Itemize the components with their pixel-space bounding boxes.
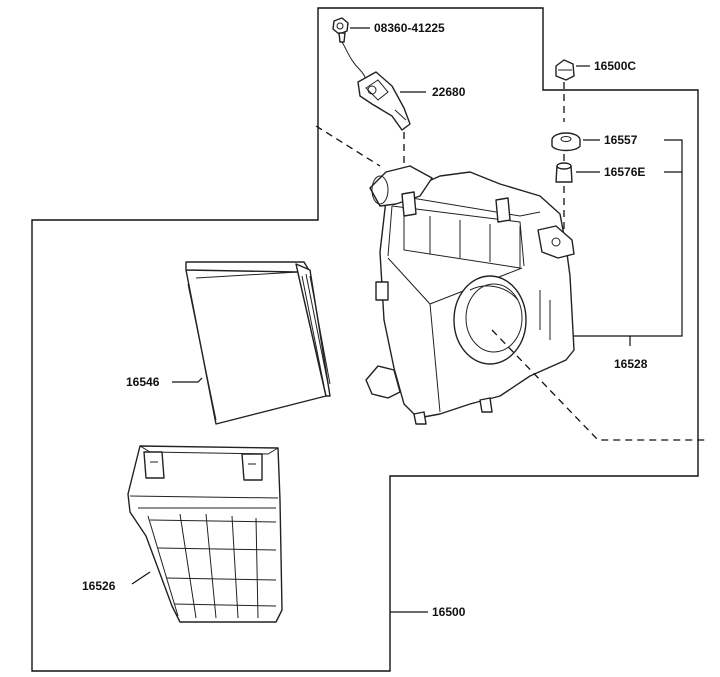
- nut-part: [555, 59, 575, 81]
- label-22680: 22680: [432, 85, 466, 99]
- dashed-outlet-line: [491, 329, 706, 441]
- label-16576E: 16576E: [604, 165, 645, 179]
- label-16546: 16546: [126, 375, 160, 389]
- leader-16546: [172, 377, 203, 383]
- mass-airflow-sensor-part: [357, 71, 411, 131]
- assembly-frame: [31, 7, 699, 672]
- collar-part: [555, 162, 573, 183]
- label-16500: 16500: [432, 605, 466, 619]
- grommet-part: [551, 132, 581, 152]
- leader-16526: [131, 571, 151, 585]
- bolt-part: [332, 17, 349, 43]
- filter-element-part: [185, 261, 331, 425]
- sensor-wire: [341, 41, 369, 85]
- label-16500C: 16500C: [594, 59, 636, 73]
- bracket-16528: [574, 139, 683, 337]
- label-16526: 16526: [82, 579, 116, 593]
- label-16557: 16557: [604, 133, 638, 147]
- label-16528: 16528: [614, 357, 648, 371]
- air-cleaner-cap-part: [127, 445, 283, 623]
- label-08360-41225: 08360-41225: [374, 21, 445, 35]
- dashed-sensor-line: [315, 125, 405, 167]
- air-cleaner-case-part: [365, 165, 575, 425]
